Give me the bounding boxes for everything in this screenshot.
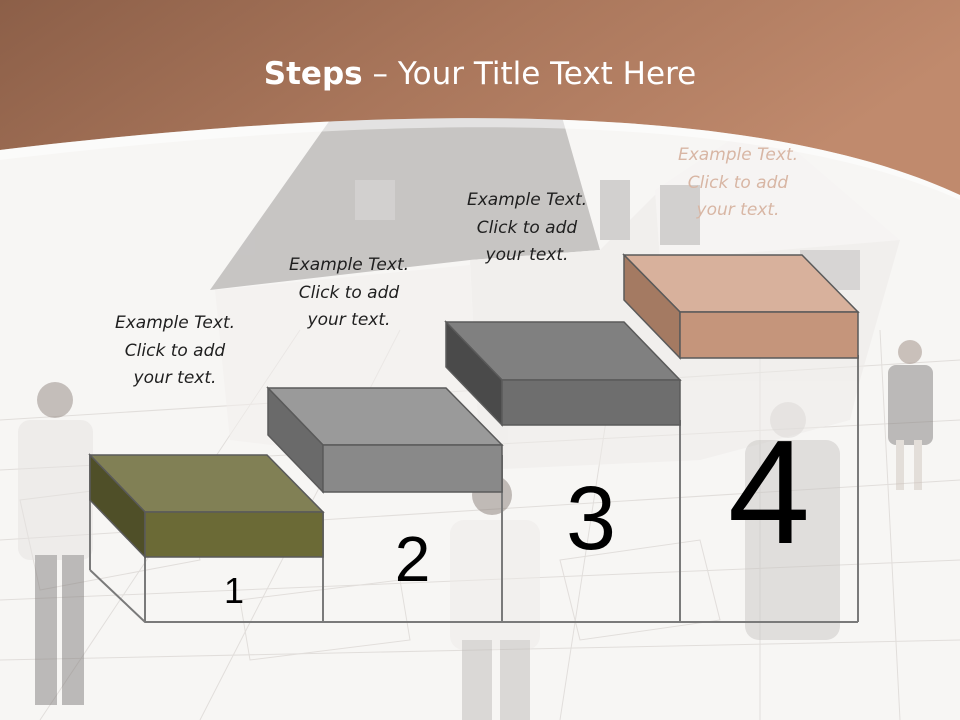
step-number-1: 1: [223, 570, 245, 611]
caption-line: Click to add: [124, 340, 226, 361]
slide-title[interactable]: Steps – Your Title Text Here: [0, 52, 960, 96]
caption-line: your text.: [485, 245, 569, 265]
step-number-3: 3: [565, 469, 617, 569]
step-1-caption[interactable]: Example Text. Click to add your text.: [80, 310, 270, 393]
step-block-2[interactable]: [266, 386, 504, 494]
step-1-front: [144, 511, 324, 558]
step-3-front: [501, 379, 681, 426]
caption-line: your text.: [696, 200, 780, 220]
step-4-front: [679, 311, 859, 359]
caption-line: Example Text.: [114, 313, 236, 333]
step-2-front: [322, 444, 503, 493]
caption-line: your text.: [307, 310, 391, 330]
caption-line: Example Text.: [288, 255, 410, 275]
caption-line: Example Text.: [466, 190, 588, 210]
people-image: [18, 340, 933, 720]
caption-line: your text.: [133, 368, 217, 388]
title-dash: –: [362, 56, 398, 92]
step-block-3[interactable]: [444, 320, 682, 427]
caption-line: Click to add: [298, 282, 400, 303]
step-3-caption[interactable]: Example Text. Click to add your text.: [432, 187, 622, 270]
title-rest-part: Your Title Text Here: [397, 56, 697, 92]
step-block-1[interactable]: [88, 453, 325, 559]
step-number-2: 2: [394, 523, 431, 595]
caption-line: Example Text.: [677, 145, 799, 165]
title-banner: [0, 0, 960, 195]
caption-line: Click to add: [687, 172, 789, 193]
step-2-caption[interactable]: Example Text. Click to add your text.: [254, 252, 444, 335]
step-4-caption[interactable]: Example Text. Click to add your text.: [643, 142, 833, 225]
caption-line: Click to add: [476, 217, 578, 238]
title-bold-part: Steps: [263, 56, 363, 92]
step-block-4[interactable]: [622, 253, 860, 360]
step-number-4: 4: [727, 410, 811, 575]
